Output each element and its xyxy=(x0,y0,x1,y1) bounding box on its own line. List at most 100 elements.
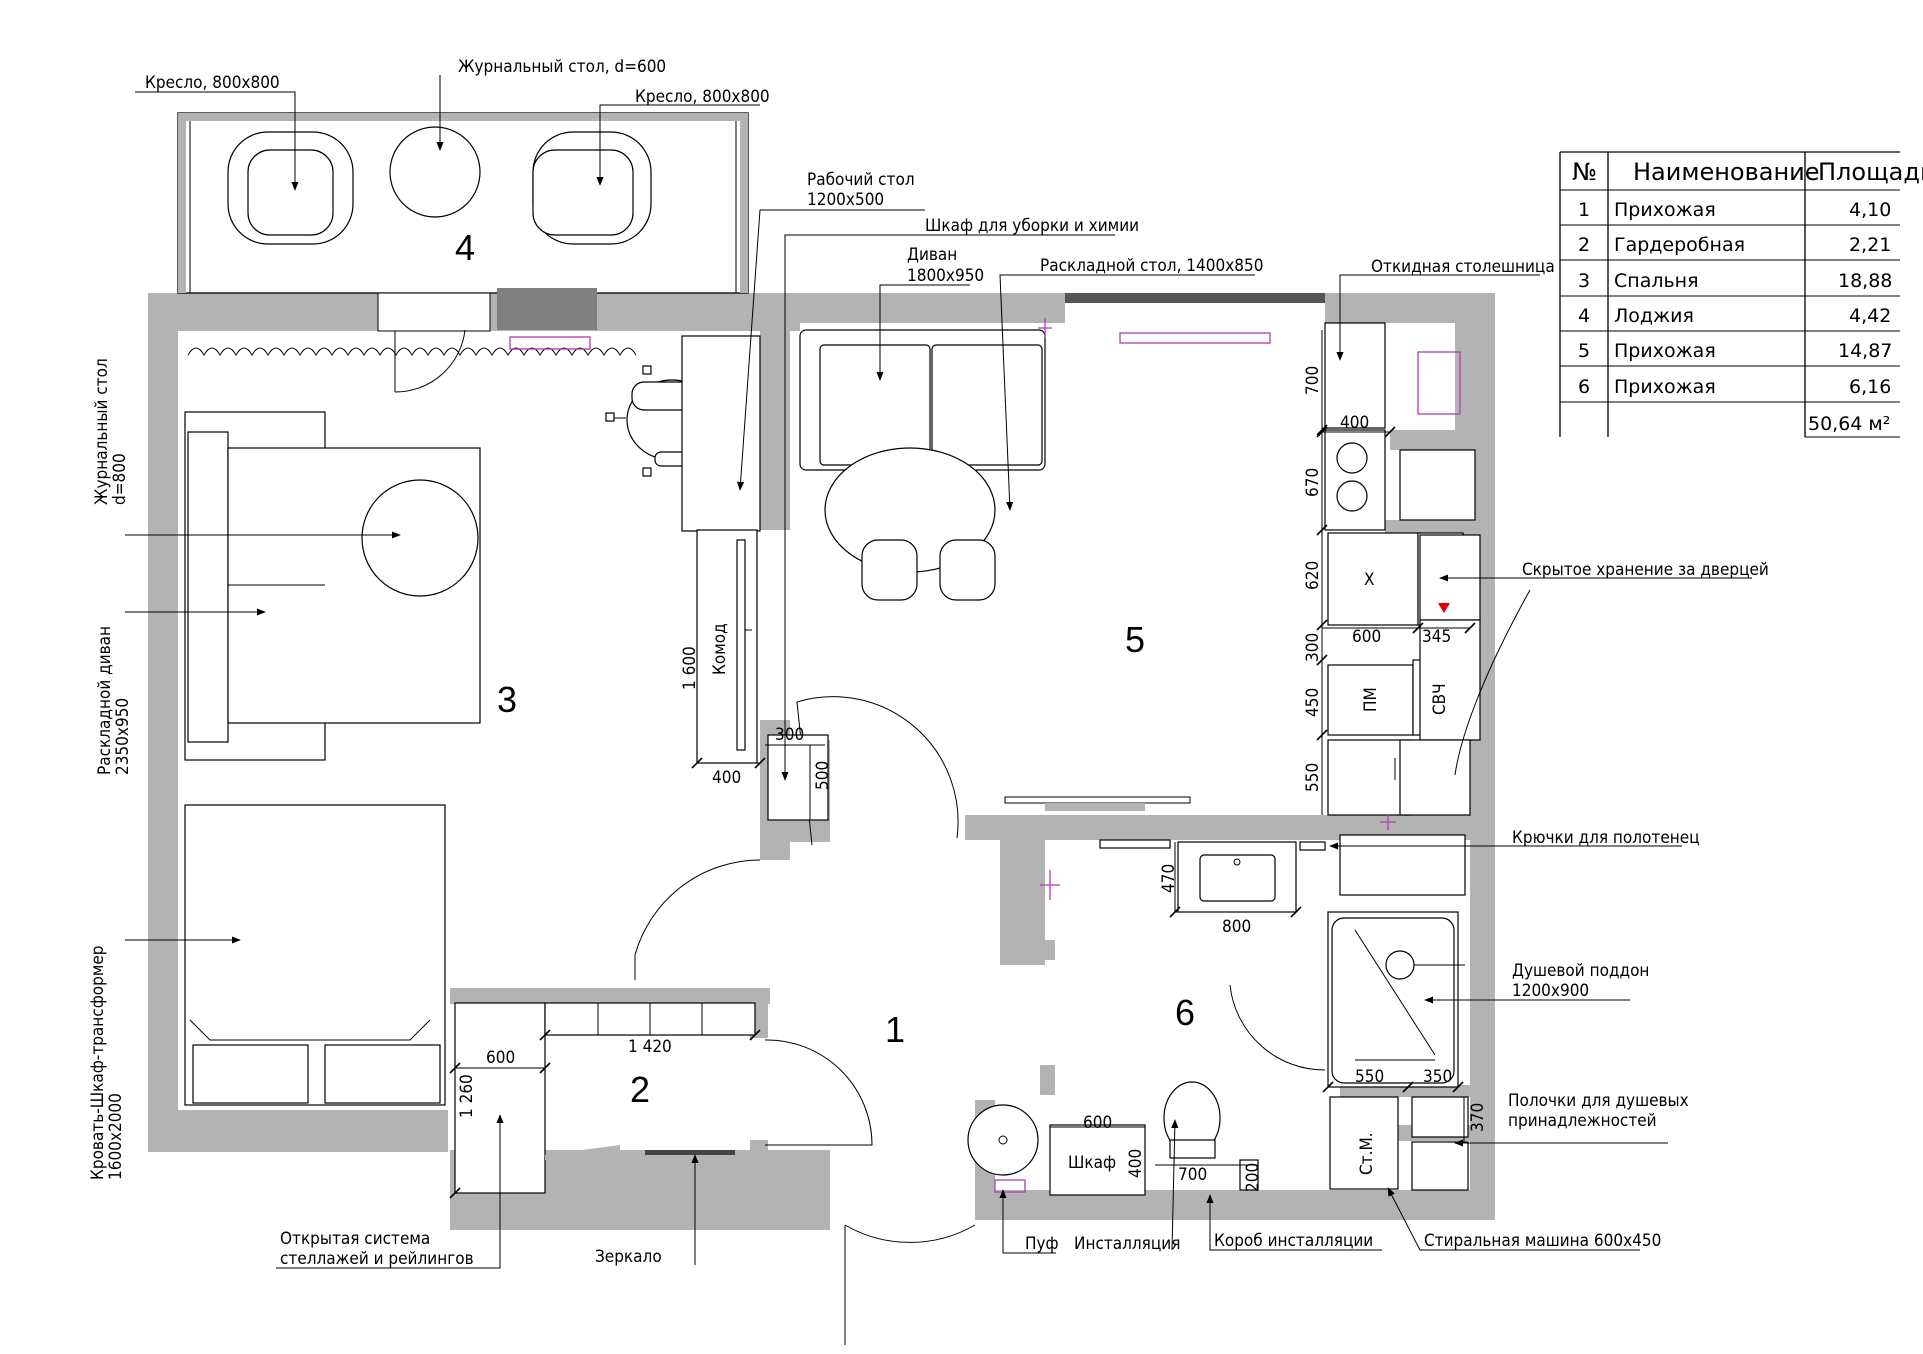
table-row-1-number: 1 xyxy=(1578,199,1590,221)
install-box-label: Короб инсталляции xyxy=(1214,1231,1373,1251)
bed-vertical-label: Кровать-Шкаф-трансформер xyxy=(88,945,108,1180)
sofa-size: 1800х950 xyxy=(907,266,984,286)
sofa-bed-vertical-label: Раскладной диван xyxy=(95,626,115,775)
table-row-3-area: 18,88 xyxy=(1838,270,1892,292)
dim-1600: 1 600 xyxy=(680,646,700,690)
kitchen xyxy=(799,293,1481,896)
dim-700b: 700 xyxy=(1178,1165,1207,1185)
dim-600: 600 xyxy=(1352,627,1381,647)
bathroom xyxy=(1040,815,1469,1196)
dimension-lines xyxy=(449,330,1476,1199)
dim-200: 200 xyxy=(1243,1163,1263,1192)
coffee-table-vertical-size: d=800 xyxy=(110,453,130,505)
toilet xyxy=(1163,1081,1221,1159)
armchair-left xyxy=(227,131,354,245)
dim-600b: 600 xyxy=(1083,1113,1112,1133)
shower-tray-label: Душевой поддон xyxy=(1512,961,1649,981)
table-row-5-number: 5 xyxy=(1578,340,1590,362)
pouf-label: Пуф xyxy=(1025,1234,1059,1254)
dim-550: 550 xyxy=(1303,763,1323,792)
dim-670: 670 xyxy=(1303,468,1323,497)
table-header-name: Наименование xyxy=(1633,158,1820,186)
table-row-5-name: Прихожая xyxy=(1614,340,1716,362)
dim-620: 620 xyxy=(1303,561,1323,590)
dim-400b: 400 xyxy=(712,768,741,788)
room-3-number: 3 xyxy=(497,679,517,720)
bed-vertical-size: 1600х2000 xyxy=(106,1093,126,1180)
wardrobe-label: Шкаф xyxy=(1068,1153,1116,1173)
microwave-label: СВЧ xyxy=(1430,683,1450,715)
cleaning-cabinet-label: Шкаф для уборки и химии xyxy=(925,216,1139,236)
mirror-label: Зеркало xyxy=(595,1247,662,1267)
table-row-1-name: Прихожая xyxy=(1614,199,1716,221)
dim-400: 400 xyxy=(1340,413,1369,433)
table-header-area: Площадь xyxy=(1818,158,1923,186)
hidden-storage-label: Скрытое хранение за дверцей xyxy=(1522,560,1769,580)
room-6-number: 6 xyxy=(1175,992,1195,1033)
sofa-label: Диван xyxy=(907,245,957,265)
coffee-table-vertical-label: Журнальный стол xyxy=(92,358,112,505)
hall xyxy=(634,696,1039,1345)
work-desk-label: Рабочий стол xyxy=(807,170,915,190)
armchair-right xyxy=(532,131,652,245)
dim-700: 700 xyxy=(1303,366,1323,395)
washer-short-label: Ст.М. xyxy=(1357,1133,1377,1176)
table-row-3-name: Спальня xyxy=(1614,270,1699,292)
coffee-table-small-label: Журнальный стол, d=600 xyxy=(458,57,666,77)
dim-550b: 550 xyxy=(1355,1067,1384,1087)
folding-table-label: Раскладной стол, 1400х850 xyxy=(1040,256,1263,276)
dim-470: 470 xyxy=(1159,864,1179,893)
dim-345: 345 xyxy=(1422,627,1451,647)
washer-label: Стиральная машина 600х450 xyxy=(1424,1231,1661,1251)
shower-shelves-label-2: принадлежностей xyxy=(1508,1111,1657,1131)
dim-1420: 1 420 xyxy=(628,1037,672,1057)
table-row-4-area: 4,42 xyxy=(1849,305,1891,327)
room-1-number: 1 xyxy=(885,1009,905,1050)
table-row-2-number: 2 xyxy=(1578,234,1590,256)
dim-500: 500 xyxy=(813,761,833,790)
dim-800: 800 xyxy=(1222,917,1251,937)
table-row-3-number: 3 xyxy=(1578,270,1590,292)
table-row-6-number: 6 xyxy=(1578,376,1590,398)
fridge-label: Х xyxy=(1364,570,1374,590)
table-row-2-area: 2,21 xyxy=(1849,234,1891,256)
pm-label: ПМ xyxy=(1361,687,1381,712)
table-row-1-area: 4,10 xyxy=(1849,199,1891,221)
towel-hooks-label: Крючки для полотенец xyxy=(1512,828,1700,848)
dim-600c: 600 xyxy=(486,1048,515,1068)
dresser-label: Комод xyxy=(710,623,730,675)
dim-300: 300 xyxy=(1303,633,1323,662)
shower-tray-size: 1200х900 xyxy=(1512,981,1589,1001)
sofa-bed-vertical-size: 2350х950 xyxy=(113,698,133,775)
dim-350: 350 xyxy=(1423,1067,1452,1087)
table-row-2-name: Гардеробная xyxy=(1614,234,1745,256)
table-total-area: 50,64 м² xyxy=(1808,413,1890,435)
room-5-number: 5 xyxy=(1125,619,1145,660)
dim-400c: 400 xyxy=(1126,1149,1146,1178)
armchair-right-label: Кресло, 800х800 xyxy=(635,87,770,107)
work-desk-size: 1200х500 xyxy=(807,190,884,210)
room-4-number: 4 xyxy=(455,227,475,268)
table-row-6-name: Прихожая xyxy=(1614,376,1716,398)
shower-shelves-label: Полочки для душевых xyxy=(1508,1091,1689,1111)
dim-300b: 300 xyxy=(775,725,804,745)
room-2-number: 2 xyxy=(630,1069,650,1110)
dim-1260: 1 260 xyxy=(457,1074,477,1118)
installation-label: Инсталляция xyxy=(1074,1234,1180,1254)
table-row-4-number: 4 xyxy=(1578,305,1590,327)
table-row-4-name: Лоджия xyxy=(1614,305,1694,327)
dim-450: 450 xyxy=(1303,688,1323,717)
area-table: № Наименование Площадь 1 Прихожая 4,10 2… xyxy=(1559,151,1923,438)
loggia xyxy=(177,112,749,332)
balcony-door xyxy=(394,329,466,393)
open-shelving-label: Открытая система xyxy=(280,1229,430,1249)
dim-370: 370 xyxy=(1468,1103,1488,1132)
leader-lines xyxy=(125,75,1752,1269)
table-row-5-area: 14,87 xyxy=(1838,340,1892,362)
bedroom xyxy=(184,335,761,1106)
open-shelving-label-2: стеллажей и рейлингов xyxy=(280,1249,474,1269)
armchair-left-label: Кресло, 800х800 xyxy=(145,73,280,93)
fold-counter-label: Откидная столешница xyxy=(1371,257,1555,277)
table-header-number: № xyxy=(1572,158,1597,186)
